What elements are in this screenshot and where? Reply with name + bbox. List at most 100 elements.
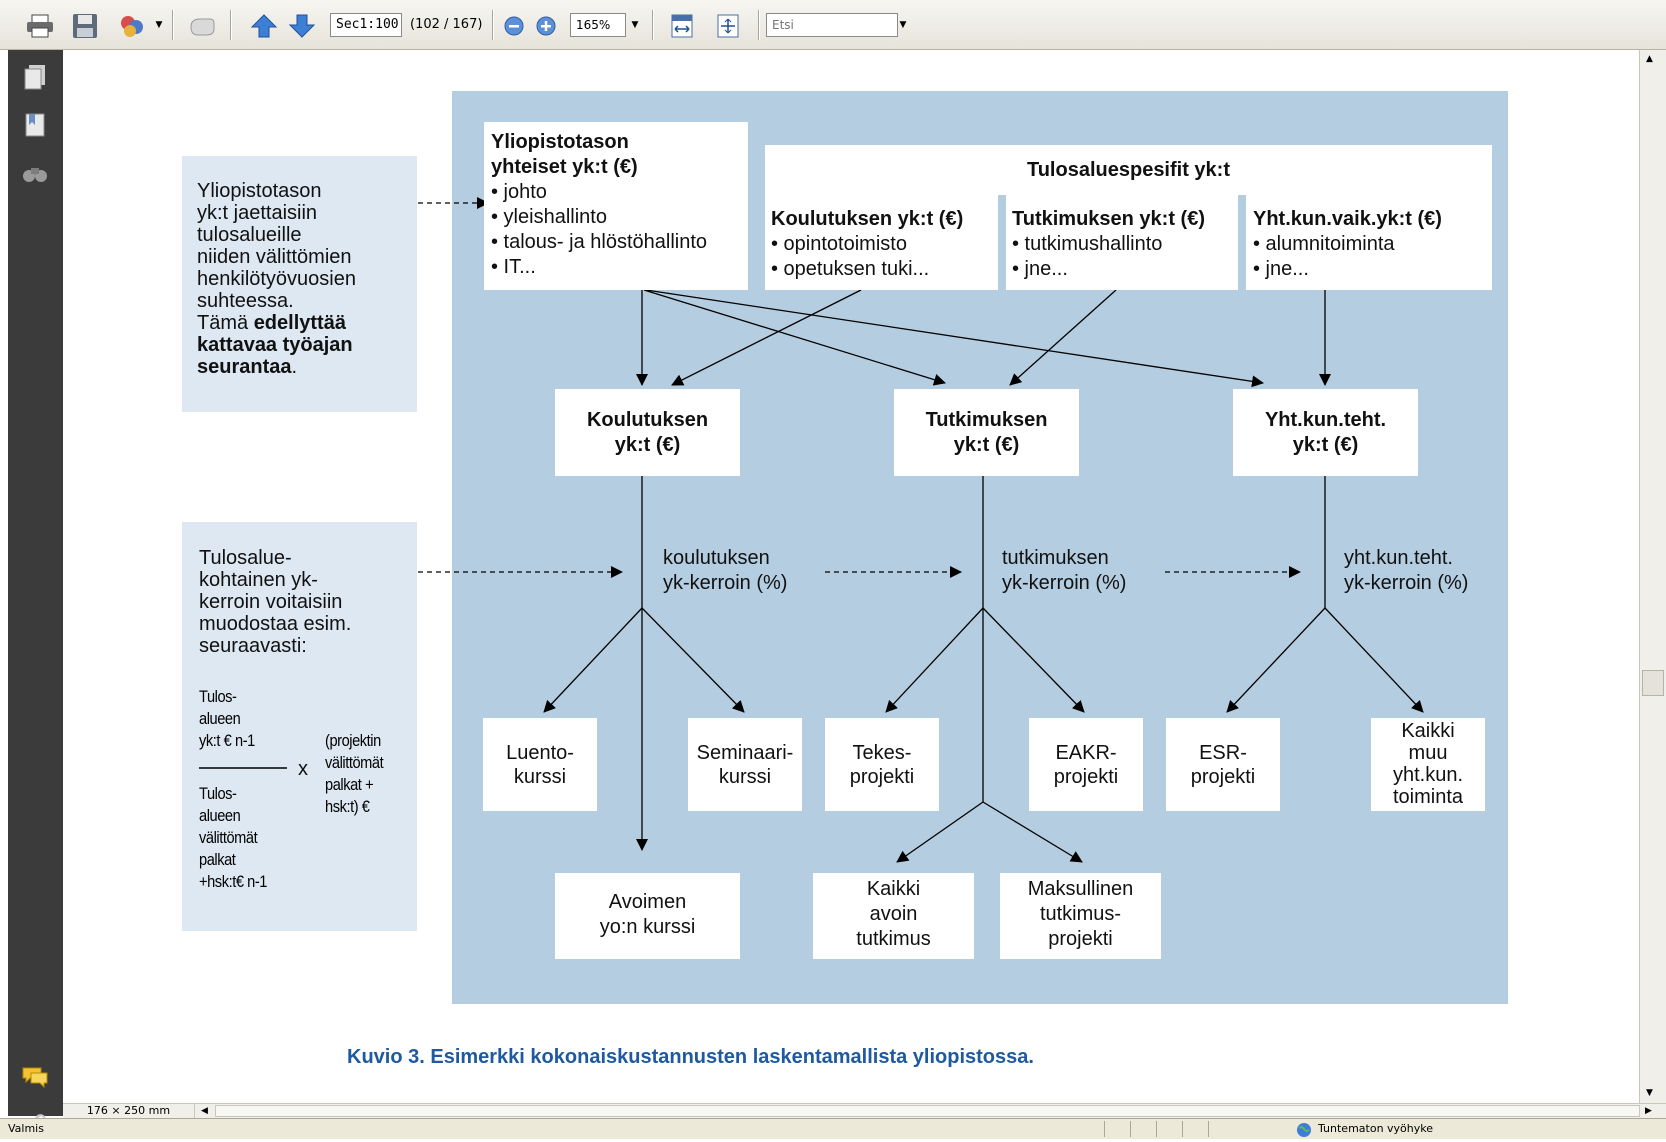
note-bold-text: seurantaa xyxy=(197,356,292,378)
note-line: muodostaa esim. xyxy=(199,613,352,635)
fit-page-icon[interactable] xyxy=(710,10,746,42)
box-title: Yliopistotason xyxy=(491,131,629,153)
leaf-line: yht.kun. xyxy=(1392,764,1464,786)
page-number-field[interactable]: Sec1:100 xyxy=(330,13,402,37)
diagram-connectors xyxy=(199,197,1424,863)
area-box-education-text: Koulutuksen yk:t (€) xyxy=(555,408,740,458)
box-item: • alumnitoiminta xyxy=(1253,233,1395,255)
toolbar: ▼ Sec1:100 (102 / 167) 165% ▼ ▼ xyxy=(0,0,1666,50)
formula-line: välittömät xyxy=(199,828,258,847)
allocation-note-text: Yliopistotason yk:t jaettaisiin tulosalu… xyxy=(197,180,356,378)
area-box-research-text: Tutkimuksen yk:t (€) xyxy=(894,408,1079,458)
horizontal-bar: 176 × 250 mm ◀ ▶ xyxy=(63,1103,1666,1118)
specific-costs-header-box xyxy=(765,145,1492,195)
leaf-box-avoimen xyxy=(555,873,740,959)
note-bold-line: kattavaa työajan xyxy=(197,334,353,356)
page-size-label: 176 × 250 mm xyxy=(63,1104,195,1118)
prev-page-icon[interactable] xyxy=(246,10,282,42)
leaf-line: projekti xyxy=(1048,928,1113,950)
note-text: Tämä xyxy=(197,312,254,334)
area-box-research xyxy=(894,389,1079,476)
bookmarks-icon[interactable] xyxy=(18,108,52,142)
coefficient-line: koulutuksen xyxy=(663,547,770,569)
coefficient-line: yk-kerroin (%) xyxy=(1344,572,1469,594)
leaf-line: tutkimus- xyxy=(1039,903,1122,925)
note-line: henkilötyövuosien xyxy=(197,268,356,290)
scroll-up-icon[interactable]: ▲ xyxy=(1646,54,1653,64)
pages-icon[interactable] xyxy=(18,60,52,94)
specific-box-research xyxy=(1006,195,1238,290)
note-bold-text: edellyttää xyxy=(253,312,346,334)
vertical-scrollbar[interactable]: ▲ ▼ xyxy=(1639,50,1666,1103)
leaf-line: Avoimen xyxy=(608,891,687,913)
leaf-line: EAKR- xyxy=(1055,742,1117,764)
coefficient-line: yk-kerroin (%) xyxy=(663,572,788,594)
leaf-box-seminaari xyxy=(688,718,802,811)
box-item: • IT... xyxy=(491,256,536,278)
leaf-seminaari-text: Seminaari- kurssi xyxy=(688,741,802,789)
leaf-luento-text: Luento- kurssi xyxy=(483,741,597,789)
toolbar-separator xyxy=(758,10,760,40)
leaf-eakr-text: EAKR- projekti xyxy=(1029,741,1143,789)
fit-width-icon[interactable] xyxy=(664,10,700,42)
search-dropdown-icon[interactable]: ▼ xyxy=(899,20,907,30)
search-input[interactable] xyxy=(766,13,898,37)
leaf-line: projekti xyxy=(1053,766,1119,788)
area-box-education xyxy=(555,389,740,476)
scroll-down-icon[interactable]: ▼ xyxy=(1646,1088,1653,1098)
specific-box-research-text: Tutkimuksen yk:t (€) • tutkimushallinto … xyxy=(1012,207,1205,282)
box-item: • jne... xyxy=(1253,258,1309,280)
share-icon[interactable] xyxy=(115,10,151,42)
leaf-line: avoin xyxy=(869,903,918,925)
coefficient-line: tutkimuksen xyxy=(1002,547,1109,569)
status-divider xyxy=(1182,1121,1183,1137)
box-item: • talous- ja hlöstöhallinto xyxy=(491,231,708,253)
leaf-line: toiminta xyxy=(1392,786,1464,808)
leaf-esr-text: ESR- projekti xyxy=(1166,741,1280,789)
specific-box-society-text: Yht.kun.vaik.yk:t (€) • alumnitoiminta •… xyxy=(1253,207,1442,282)
zoom-in-icon[interactable] xyxy=(528,10,564,42)
leaf-avoimen-text: Avoimen yo:n kurssi xyxy=(555,890,740,940)
zoom-dropdown-icon[interactable]: ▼ xyxy=(631,20,639,30)
box-item: • tutkimushallinto xyxy=(1012,233,1163,255)
scroll-left-icon[interactable]: ◀ xyxy=(201,1106,208,1116)
box-title: Tutkimuksen xyxy=(925,409,1048,431)
leaf-line: muu xyxy=(1408,742,1448,764)
coefficient-note xyxy=(182,522,417,931)
note-text: . xyxy=(291,356,298,378)
print-icon[interactable] xyxy=(22,10,58,42)
formula-denominator: Tulos- alueen välittömät palkat +hsk:t€ … xyxy=(199,783,267,893)
scroll-thumb[interactable] xyxy=(1642,670,1664,696)
zoom-field[interactable]: 165% xyxy=(570,13,626,37)
area-box-society xyxy=(1233,389,1418,476)
figure-caption: Kuvio 3. Esimerkki kokonaiskustannusten … xyxy=(347,1046,1034,1068)
security-zone-text: Tuntematon vyöhyke xyxy=(1318,1122,1434,1135)
box-title: yhteiset yk:t (€) xyxy=(491,156,638,178)
box-item: • opintotoimisto xyxy=(771,233,907,255)
area-box-society-text: Yht.kun.teht. yk:t (€) xyxy=(1233,408,1418,458)
coefficient-line: yht.kun.teht. xyxy=(1344,547,1453,569)
leaf-box-kaikki-avoin xyxy=(813,873,974,959)
formula-line: Tulos- xyxy=(199,784,237,803)
horizontal-scroll-track[interactable] xyxy=(215,1105,1640,1117)
coefficient-label-research: tutkimuksen yk-kerroin (%) xyxy=(1002,546,1126,596)
status-divider xyxy=(1156,1121,1157,1137)
note-line: Tämä edellyttää xyxy=(197,312,356,334)
box-title: Koulutuksen xyxy=(586,409,709,431)
leaf-line: Kaikki xyxy=(866,878,921,900)
next-page-icon[interactable] xyxy=(284,10,320,42)
toolbar-separator xyxy=(492,10,494,40)
hand-icon[interactable] xyxy=(183,10,219,42)
search-binoculars-icon[interactable] xyxy=(18,156,52,190)
leaf-tekes-text: Tekes- projekti xyxy=(825,741,939,789)
status-text: Valmis xyxy=(8,1122,44,1135)
box-item: • johto xyxy=(491,181,547,203)
comments-icon[interactable] xyxy=(18,1060,52,1094)
zoom-out-icon[interactable] xyxy=(496,10,532,42)
box-item: • jne... xyxy=(1012,258,1068,280)
document-page: Yliopistotason yk:t jaettaisiin tulosalu… xyxy=(63,50,1639,1103)
formula-times: x xyxy=(298,758,308,780)
share-dropdown-icon[interactable]: ▼ xyxy=(155,20,163,30)
save-icon[interactable] xyxy=(67,10,103,42)
scroll-right-icon[interactable]: ▶ xyxy=(1645,1106,1652,1116)
